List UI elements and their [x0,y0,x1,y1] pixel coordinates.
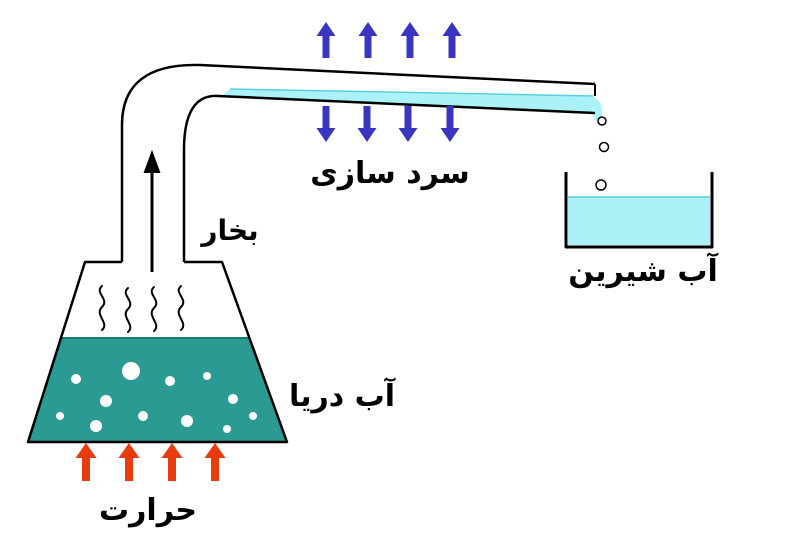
container-outline [564,172,714,249]
fresh-water [568,197,710,245]
label-sea-water: آب دریا [289,377,396,414]
flask-group [26,260,289,444]
bubble [181,415,193,427]
up-arrow-icon [358,22,378,58]
label-heat: حرارت [99,493,197,528]
steam-arrow-icon [143,150,161,272]
bubble [71,374,81,384]
steam-squiggle [124,287,132,333]
label-vapor: بخار [199,214,258,247]
heat-arrow-icon [75,443,97,481]
tube-outline-bottom [182,94,596,262]
bubble [165,376,175,386]
labels: سرد سازی بخار آب دریا حرارت آب شیرین [99,156,718,528]
droplet [598,141,610,153]
droplets [595,116,610,191]
down-arrow-icon [398,106,418,142]
droplet [597,116,607,126]
up-arrow-icon [442,22,462,58]
bubble [90,420,102,432]
down-arrow-icon [316,106,336,142]
label-cooling: سرد سازی [310,156,470,191]
up-arrow-icon [316,22,336,58]
bubble [249,412,257,420]
droplet [595,179,607,191]
cooling-up-arrows [316,22,462,58]
heat-arrow-icon [161,443,183,481]
bubble [100,395,112,407]
bubble [223,425,231,433]
up-arrow-icon [400,22,420,58]
bubbles [56,362,257,433]
label-fresh-water: آب شیرین [568,252,718,289]
cooling-down-arrows [316,106,460,142]
tube-group [120,63,602,272]
down-arrow-icon [357,106,377,142]
sea-water [28,338,287,442]
pour-stream [589,97,602,122]
steam-squiggle [177,285,185,331]
bubble [228,394,238,404]
bubble [203,372,211,380]
bubble [138,411,148,421]
bubble [56,412,64,420]
tube-outline-top [120,63,596,262]
heat-arrow-icon [204,443,226,481]
flask-outline [26,260,289,444]
steam-squiggle [150,286,158,332]
bubble [122,362,140,380]
heat-arrow-icon [118,443,140,481]
heat-arrows [75,443,226,481]
collection-container [564,172,714,249]
tube-body [122,64,595,262]
steam-squiggles [98,285,185,333]
steam-squiggle [98,285,106,331]
down-arrow-icon [440,106,460,142]
condensate-surface-line [229,88,594,97]
